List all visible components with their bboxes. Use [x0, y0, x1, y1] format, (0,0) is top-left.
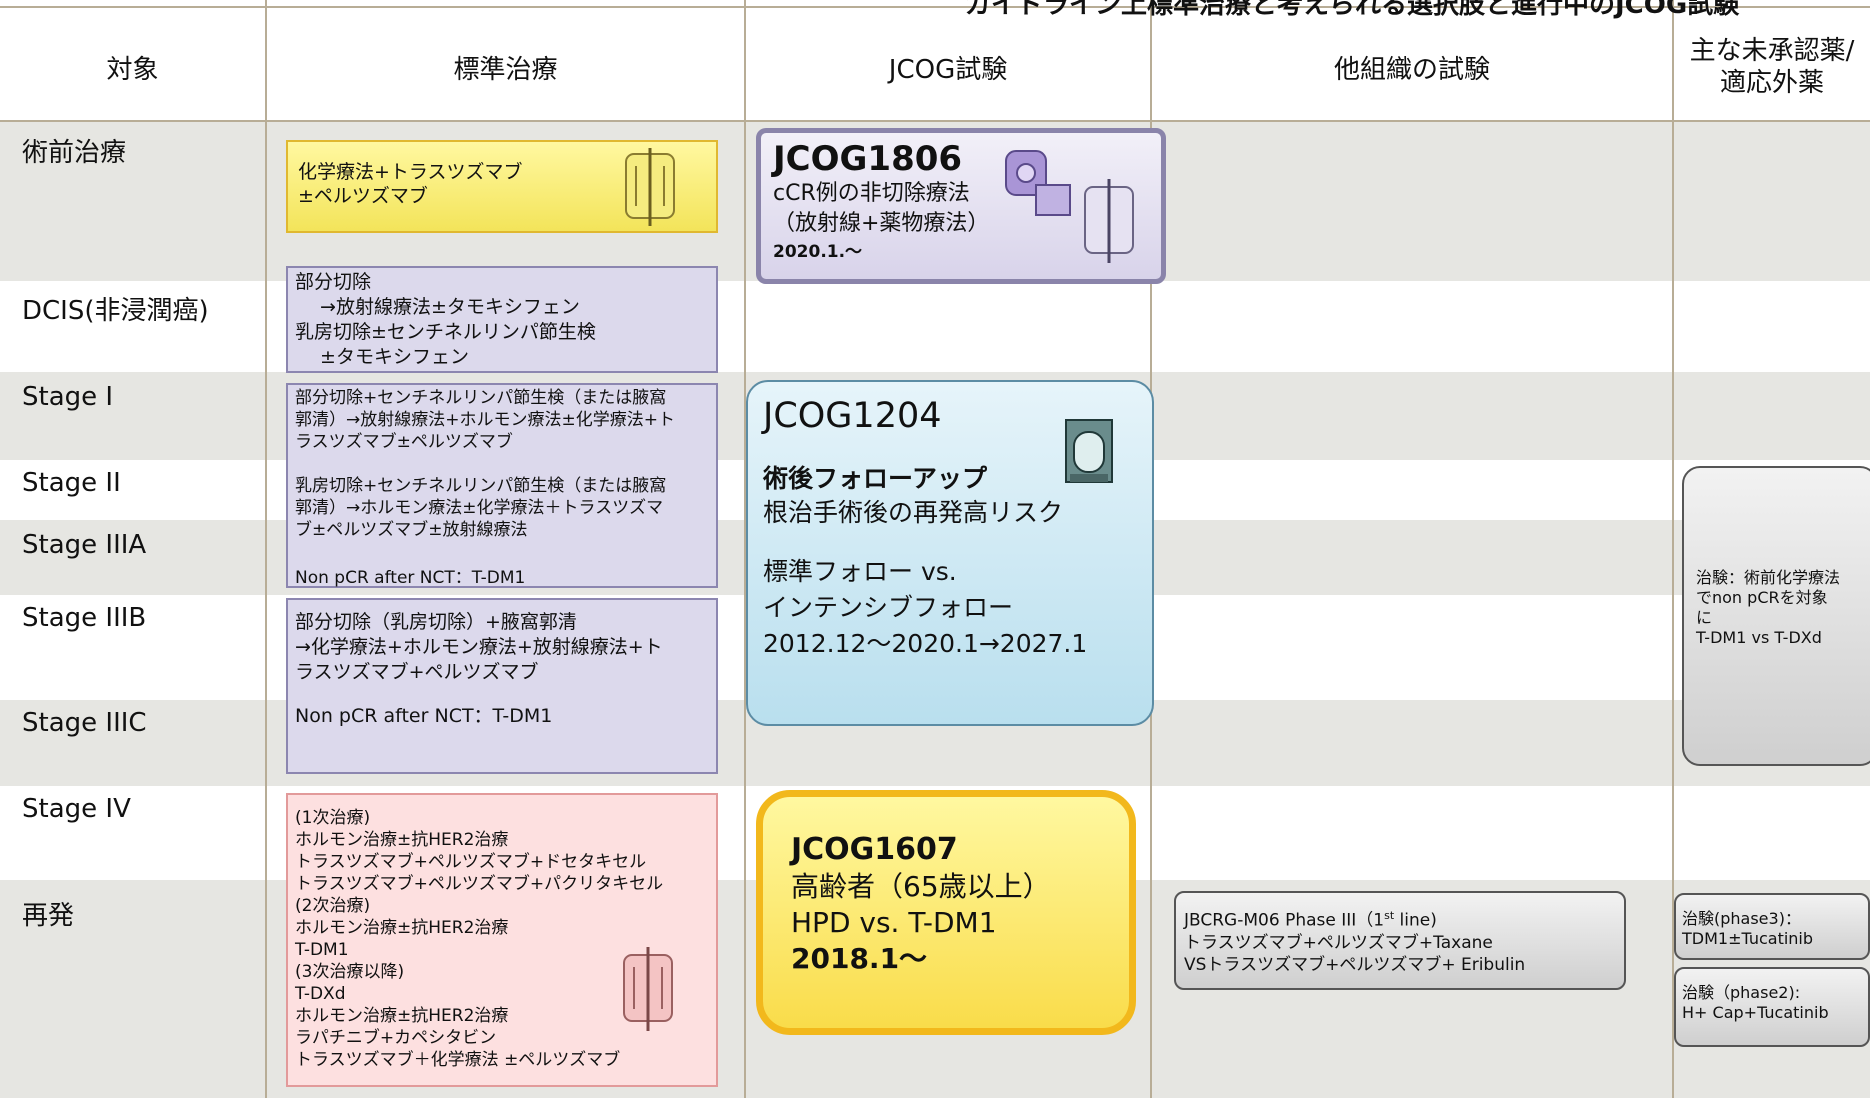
standard-metastatic-line1: (1次治療) [295, 808, 371, 828]
jcog1806-card[interactable]: JCOG1806 cCR例の非切除療法 （放射線+薬物療法） 2020.1.～ [756, 128, 1166, 284]
standard-early-c: Non pCR after NCT：T-DM1 [295, 568, 526, 588]
stage-1: Stage I [22, 382, 114, 412]
iv-drip-bag-icon [625, 148, 675, 226]
stage-neoadjuvant: 術前治療 [22, 138, 127, 168]
unapproved-tdxd-line1: 治験：術前化学療法 [1696, 568, 1841, 587]
col-divider-4 [1672, 0, 1674, 1098]
unapproved-tdxd-line2: でnon pCRを対象 [1696, 588, 1828, 607]
unapproved-tdxd-line4: T-DM1 vs T-DXd [1696, 628, 1822, 647]
stage-3a: Stage IIIA [22, 530, 147, 560]
standard-advanced: 部分切除（乳房切除）+腋窩郭清 →化学療法+ホルモン療法+放射線療法+ト ラスツ… [286, 598, 718, 774]
jcog1204-title: 術後フォローアップ [763, 464, 988, 493]
standard-early-a-line1: 部分切除+センチネルリンパ節生検（または腋窩 [295, 388, 667, 408]
standard-early-a-line3: ラスツズマブ±ペルツズマブ [295, 432, 513, 452]
unapproved-phase2-card[interactable]: 治験（phase2): H+ Cap+Tucatinib [1674, 967, 1870, 1047]
jbcrg-m06-line1: JBCRG-M06 Phase III（1st line) [1184, 909, 1437, 931]
unapproved-tdxd-line3: に [1696, 608, 1713, 627]
stage-3c: Stage IIIC [22, 708, 147, 738]
standard-early: 部分切除+センチネルリンパ節生検（または腋窩 郭清）→放射線療法+ホルモン療法±… [286, 383, 718, 588]
standard-early-b-line1: 乳房切除+センチネルリンパ節生検（または腋窩 [295, 476, 667, 496]
iv-drip-bag-icon [1084, 179, 1134, 263]
stage-dcis: DCIS(非浸潤癌) [22, 296, 209, 326]
jcog1204-date: 2012.12～2020.1→2027.1 [763, 629, 1088, 658]
standard-advanced-line2: →化学療法+ホルモン療法+放射線療法+ト [295, 636, 663, 658]
standard-metastatic-line3: トラスツズマブ+ペルツズマブ+ドセタキセル [295, 852, 647, 872]
standard-neoadjuvant-line2: ±ペルツズマブ [298, 185, 428, 207]
col-divider-2 [744, 0, 746, 1098]
top-border [0, 6, 1870, 8]
unapproved-phase3-card[interactable]: 治験(phase3)： TDM1±Tucatinib [1674, 893, 1870, 960]
standard-metastatic-line11: ラパチニブ+カペシタビン [295, 1028, 497, 1048]
header-target: 対象 [106, 54, 159, 85]
jcog1204-desc1: 標準フォロー vs. [763, 557, 957, 586]
standard-metastatic: (1次治療) ホルモン治療±抗HER2治療 トラスツズマブ+ペルツズマブ+ドセタ… [286, 793, 718, 1087]
iv-drip-bag-icon [623, 947, 673, 1031]
header-unapproved: 主な未承認薬/ 適応外薬 [1674, 14, 1870, 120]
jcog1204-id: JCOG1204 [763, 396, 942, 436]
standard-early-a-line2: 郭清）→放射線療法+ホルモン療法±化学療法+ト [295, 410, 675, 430]
jcog1204-card[interactable]: JCOG1204 術後フォローアップ 根治手術後の再発高リスク 標準フォロー v… [746, 380, 1154, 726]
standard-neoadjuvant-line1: 化学療法+トラスツズマブ [298, 161, 523, 183]
jcog1204-subtitle: 根治手術後の再発高リスク [763, 498, 1064, 527]
standard-metastatic-line6: ホルモン治療±抗HER2治療 [295, 918, 509, 938]
header-unapproved-line1: 主な未承認薬/ [1689, 36, 1855, 66]
jcog1806-id: JCOG1806 [773, 139, 963, 179]
standard-metastatic-line10: ホルモン治療±抗HER2治療 [295, 1006, 509, 1026]
standard-metastatic-line2: ホルモン治療±抗HER2治療 [295, 830, 509, 850]
stage-2: Stage II [22, 468, 121, 498]
header-standard: 標準治療 [453, 54, 558, 85]
jbcrg-m06-card[interactable]: JBCRG-M06 Phase III（1st line) トラスツズマブ+ペル… [1174, 891, 1626, 990]
standard-metastatic-line8: (3次治療以降) [295, 962, 405, 982]
jcog1607-desc2: HPD vs. T-DM1 [791, 906, 997, 939]
standard-metastatic-line5: (2次治療) [295, 896, 371, 916]
standard-dcis-line1: 部分切除 [295, 271, 372, 293]
jcog1607-card[interactable]: JCOG1607 高齢者（65歳以上） HPD vs. T-DM1 2018.1… [756, 790, 1136, 1035]
standard-early-b-line2: 郭清）→ホルモン療法±化学療法＋トラスツズマ [295, 498, 664, 518]
jcog1806-desc2: （放射線+薬物療法） [773, 211, 990, 236]
unapproved-phase3-line2: TDM1±Tucatinib [1682, 929, 1814, 948]
standard-neoadjuvant: 化学療法+トラスツズマブ ±ペルツズマブ [286, 140, 718, 233]
unapproved-phase2-line1: 治験（phase2): [1682, 983, 1801, 1002]
standard-dcis-line2: →放射線療法±タモキシフェン [295, 296, 580, 318]
header-divider [0, 120, 1870, 122]
col-divider-1 [265, 0, 267, 1098]
standard-advanced-line1: 部分切除（乳房切除）+腋窩郭清 [295, 611, 577, 633]
standard-metastatic-line9: T-DXd [295, 984, 346, 1004]
jcog1607-date: 2018.1～ [791, 942, 928, 975]
standard-metastatic-line7: T-DM1 [295, 940, 349, 960]
header-other: 他組織の試験 [1333, 54, 1490, 85]
jcog1806-date: 2020.1.～ [773, 242, 863, 262]
standard-dcis: 部分切除 →放射線療法±タモキシフェン 乳房切除±センチネルリンパ節生検 ±タモ… [286, 266, 718, 373]
header-unapproved-line2: 適応外薬 [1719, 68, 1824, 98]
jbcrg-m06-line3: VSトラスツズマブ+ペルツズマブ+ Eribulin [1184, 954, 1526, 975]
unapproved-phase3-line1: 治験(phase3)： [1682, 909, 1801, 928]
slide-title: ガイドライン上標準治療と考えられる選択肢と進行中のJCOG試験 [965, 0, 1740, 20]
radiation-machine-icon [1005, 150, 1071, 216]
ct-scanner-icon [1065, 419, 1113, 483]
stage-3b: Stage IIIB [22, 603, 147, 633]
stage-4: Stage IV [22, 794, 131, 824]
standard-early-b-line3: ブ±ペルツズマブ±放射線療法 [295, 520, 528, 540]
standard-advanced-line3: ラスツズマブ+ペルツズマブ [295, 661, 539, 683]
jcog1607-desc1: 高齢者（65歳以上） [791, 870, 1051, 903]
unapproved-tdxd-card[interactable]: 治験：術前化学療法 でnon pCRを対象 に T-DM1 vs T-DXd [1682, 466, 1870, 766]
stage-recurrence: 再発 [22, 901, 75, 931]
standard-advanced-c: Non pCR after NCT：T-DM1 [295, 705, 553, 727]
jcog1607-id: JCOG1607 [791, 832, 958, 867]
jcog1806-desc1: cCR例の非切除療法 [773, 181, 970, 206]
header-jcog: JCOG試験 [888, 54, 1008, 85]
jcog1204-desc2: インテンシブフォロー [763, 593, 1014, 622]
standard-dcis-line4: ±タモキシフェン [295, 346, 469, 368]
standard-metastatic-line12: トラスツズマブ＋化学療法 ±ペルツズマブ [295, 1050, 621, 1070]
standard-metastatic-line4: トラスツズマブ+ペルツズマブ+パクリタキセル [295, 874, 664, 894]
jbcrg-m06-line2: トラスツズマブ+ペルツズマブ+Taxane [1184, 932, 1493, 953]
standard-dcis-line3: 乳房切除±センチネルリンパ節生検 [295, 321, 596, 343]
unapproved-phase2-line2: H+ Cap+Tucatinib [1682, 1003, 1829, 1022]
